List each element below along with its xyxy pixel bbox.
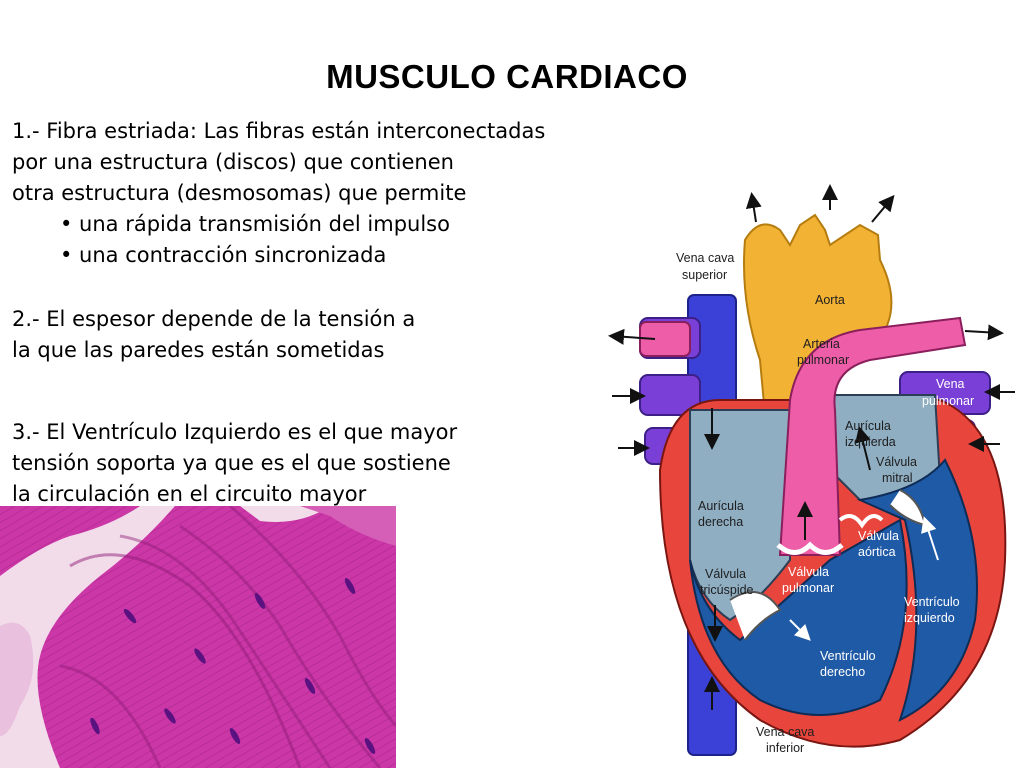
label-valvula-mitral-1: Válvula	[876, 455, 917, 469]
label-valvula-tricuspide-1: Válvula	[705, 567, 746, 581]
aortic-valve	[838, 514, 884, 529]
label-vena-cava-inferior-2: inferior	[766, 741, 804, 755]
label-arteria-pulmonar-2: pulmonar	[797, 353, 849, 367]
slide-title: MUSCULO CARDIACO	[326, 58, 688, 95]
label-valvula-pulmonar-1: Válvula	[788, 565, 829, 579]
point-3-line-1: 3.- El Ventrículo Izquierdo es el que ma…	[12, 420, 458, 444]
label-ventriculo-derecho-1: Ventrículo	[820, 649, 876, 663]
point-1-line-2: por una estructura (discos) que contiene…	[12, 150, 454, 174]
label-valvula-mitral-2: mitral	[882, 471, 913, 485]
label-ventriculo-izquierdo-1: Ventrículo	[904, 595, 960, 609]
pulmonary-valve	[776, 541, 844, 555]
label-ventriculo-derecho-2: derecho	[820, 665, 865, 679]
label-valvula-aortica-2: aórtica	[858, 545, 896, 559]
label-vena-pulmonar-2: pulmonar	[922, 394, 974, 408]
pulmonary-artery	[778, 316, 967, 556]
point-2-line-1: 2.- El espesor depende de la tensión a	[12, 307, 416, 331]
label-vena-cava-superior-1: Vena cava	[676, 251, 734, 265]
point-3-line-3: la circulación en el circuito mayor	[12, 482, 367, 506]
point-1-bullet-1: • una rápida transmisión del impulso	[60, 212, 450, 236]
label-aorta: Aorta	[815, 293, 845, 307]
histology-micrograph	[0, 506, 396, 768]
tricuspid-valve	[729, 591, 782, 641]
label-arteria-pulmonar-1: Arteria	[803, 337, 840, 351]
right-ventricle	[689, 518, 908, 716]
point-2-line-2: la que las paredes están sometidas	[12, 338, 385, 362]
right-atrium	[689, 409, 791, 622]
point-1-bullet-2: • una contracción sincronizada	[60, 243, 387, 267]
label-auricula-izquierda-1: Aurícula	[845, 419, 891, 433]
label-valvula-tricuspide-2: tricúspide	[700, 583, 754, 597]
label-vena-pulmonar-1: Vena	[936, 377, 965, 391]
label-vena-cava-superior-2: superior	[682, 268, 727, 282]
label-ventriculo-izquierdo-2: izquierdo	[904, 611, 955, 625]
point-1-line-1: 1.- Fibra estriada: Las fibras están int…	[12, 119, 546, 143]
heart-diagram: Vena cava superior Aorta Arteria pulmona…	[608, 184, 1015, 756]
point-3-line-2: tensión soporta ya que es el que sostien…	[12, 451, 451, 475]
label-valvula-pulmonar-2: pulmonar	[782, 581, 834, 595]
label-auricula-derecha-1: Aurícula	[698, 499, 744, 513]
pulmonary-artery-branch	[639, 321, 691, 357]
label-vena-cava-inferior-1: Vena cava	[756, 725, 814, 739]
label-auricula-derecha-2: derecha	[698, 515, 743, 529]
label-auricula-izquierda-2: izquierda	[845, 435, 896, 449]
point-1-line-3: otra estructura (desmosomas) que permite	[12, 181, 467, 205]
left-ventricle	[856, 458, 978, 722]
label-valvula-aortica-1: Válvula	[858, 529, 899, 543]
